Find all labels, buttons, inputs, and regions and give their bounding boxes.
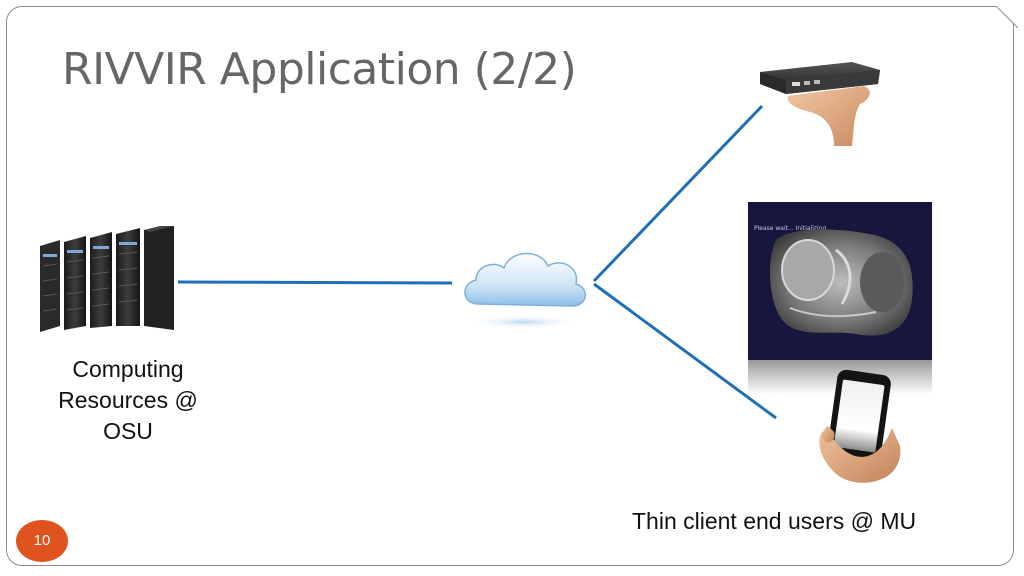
ct-scan-display-icon: Please wait... Initializing [748, 202, 932, 394]
link-cloud-thin-client [592, 104, 764, 283]
mu-thin-client-label: Thin client end users @ MU [632, 508, 917, 534]
server-rack-icon [40, 226, 174, 332]
link-osu-cloud [177, 280, 453, 285]
slide-title: RIVVIR Application (2/2) [62, 44, 577, 95]
page-curl-corner [996, 6, 1018, 28]
svg-text:Please wait... Initializing: Please wait... Initializing [754, 225, 826, 232]
link-cloud-phone [593, 282, 777, 420]
slide-number-badge: 10 [16, 520, 68, 562]
smartphone-icon [819, 369, 901, 483]
thin-client-box-icon [760, 62, 880, 146]
cloud-icon [464, 252, 586, 329]
osu-resources-label: Computing Resources @ OSU [58, 356, 198, 444]
